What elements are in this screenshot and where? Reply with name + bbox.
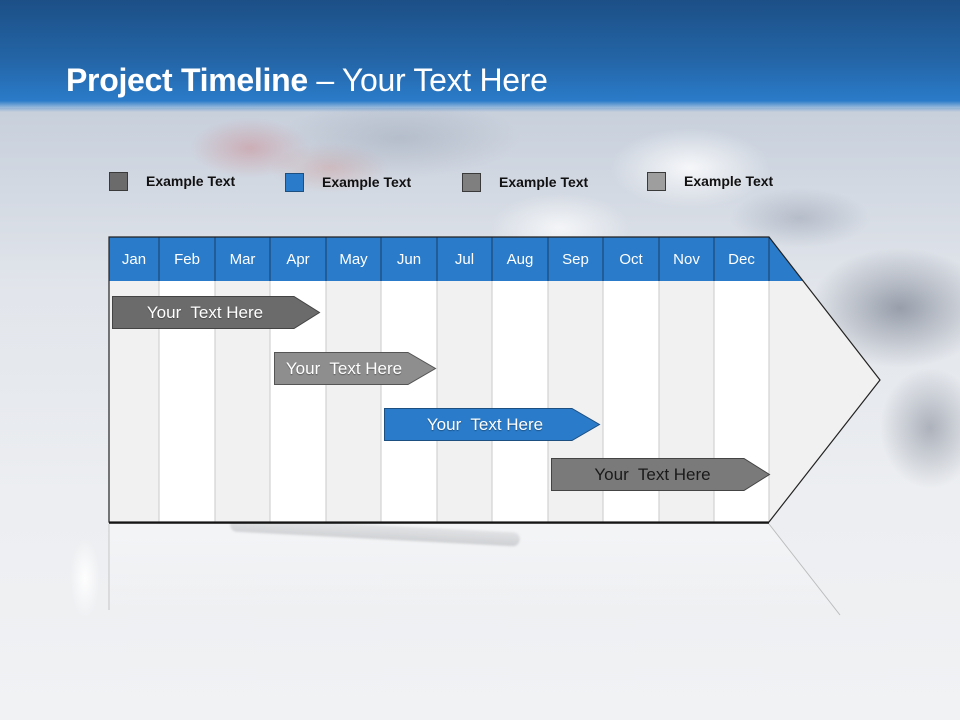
task-arrow-shape: [551, 458, 771, 491]
task-bar-1[interactable]: Your Text Here: [112, 296, 321, 329]
month-header-oct: Oct: [619, 250, 643, 268]
task-arrow-shape: [112, 296, 321, 329]
month-header-may: May: [339, 250, 368, 268]
month-header-jan: Jan: [121, 250, 147, 268]
month-header-nov: Nov: [673, 250, 700, 268]
legend-label: Example Text: [146, 173, 236, 189]
legend-item-1: Example Text: [109, 170, 235, 192]
task-bar-4[interactable]: Your Text Here: [551, 458, 771, 491]
month-header-sep: Sep: [562, 250, 589, 268]
legend-label: Example Text: [499, 174, 589, 190]
task-label: Your Text Here: [146, 302, 264, 322]
task-label: Your Text Here: [285, 358, 403, 378]
task-label: Your Text Here: [426, 414, 544, 434]
legend-item-3: Example Text: [462, 171, 588, 193]
legend-item-4: Example Text: [647, 170, 773, 192]
task-arrow-shape: [274, 352, 437, 385]
title-bold: Project Timeline: [66, 62, 308, 98]
month-header-apr: Apr: [286, 250, 310, 268]
legend-item-2: Example Text: [285, 171, 411, 193]
task-label: Your Text Here: [594, 464, 711, 484]
month-header-aug: Aug: [506, 250, 534, 268]
legend-label: Example Text: [684, 173, 774, 189]
legend-label: Example Text: [322, 174, 412, 190]
header-band: [0, 0, 960, 112]
task-bar-3[interactable]: Your Text Here: [384, 408, 601, 441]
legend-swatch-gray-icon: [462, 172, 481, 192]
title-rest: – Your Text Here: [307, 62, 548, 98]
month-header-feb: Feb: [174, 250, 200, 268]
legend-swatch-light-gray-icon: [647, 171, 666, 191]
legend-swatch-dark-gray-icon: [109, 171, 128, 191]
month-header-jul: Jul: [454, 250, 475, 268]
task-arrow-shape: [384, 408, 601, 441]
legend-swatch-blue-icon: [285, 172, 304, 192]
month-header-jun: Jun: [396, 250, 422, 268]
month-header-dec: Dec: [728, 250, 755, 268]
month-header-mar: Mar: [229, 250, 256, 268]
task-bar-2[interactable]: Your Text Here: [274, 352, 437, 385]
slide-title: Project Timeline – Your Text Here: [66, 60, 548, 100]
